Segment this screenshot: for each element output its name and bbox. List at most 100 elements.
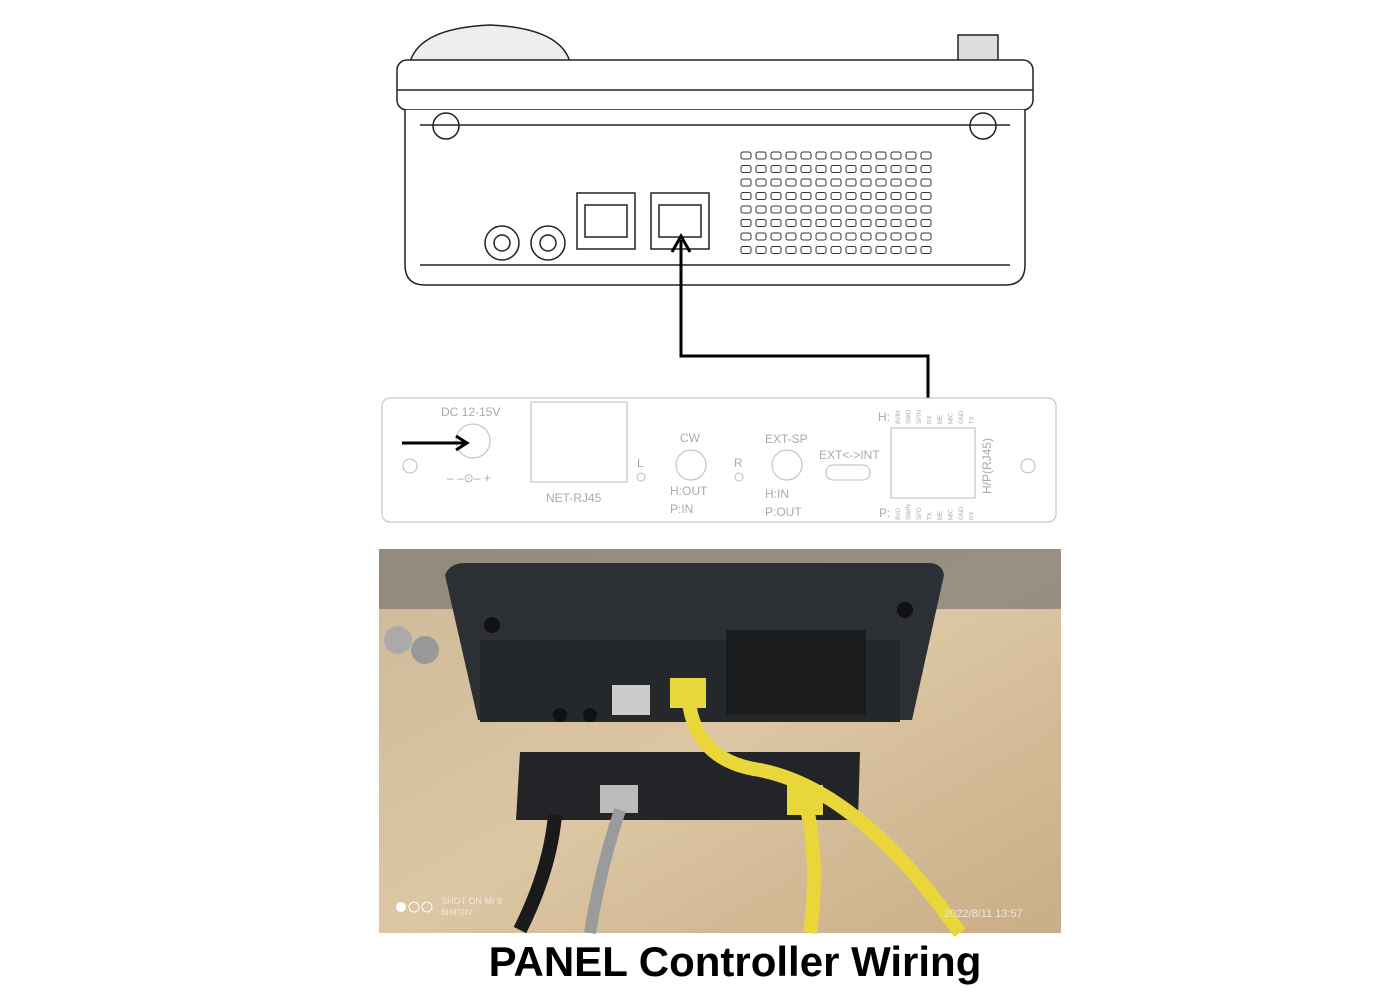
hp-rj45-port <box>890 427 976 499</box>
pin-label: RX <box>970 512 976 520</box>
dc-polarity: – –⊙– + <box>447 471 491 485</box>
radio-rear-drawing <box>396 24 1034 286</box>
hp-label: H/P(RJ45) <box>980 438 994 494</box>
l-label: L <box>637 456 644 470</box>
extsp-sub1: H:IN <box>765 487 789 501</box>
grille-hole <box>800 165 812 173</box>
speaker-grille <box>740 151 932 254</box>
cw-jack <box>675 449 707 481</box>
grille-hole <box>845 219 857 227</box>
grille-hole <box>920 151 932 160</box>
grille-hole <box>845 205 857 214</box>
panel-controller-rear: DC 12-15V – –⊙– + NET-RJ45 L R CW H:OUT … <box>381 397 1057 523</box>
switch-label: EXT<->INT <box>819 448 880 462</box>
pin-label: GND <box>959 506 965 520</box>
arrow-head-up <box>670 232 692 253</box>
grille-hole <box>875 165 887 173</box>
pin-label: SWIN <box>907 504 913 520</box>
grille-hole <box>755 165 767 173</box>
grille-hole <box>875 151 887 160</box>
dc-arrow <box>402 434 470 452</box>
pin-label: MIC <box>949 508 955 520</box>
pin-label: SWO <box>907 409 913 424</box>
grille-hole <box>815 178 827 187</box>
pin-label: TX <box>970 416 976 424</box>
r-label: R <box>734 456 743 470</box>
pin-label: 8VO <box>896 508 902 520</box>
grille-hole <box>875 205 887 214</box>
grille-hole <box>770 246 782 254</box>
pin-label: MIC <box>949 412 955 424</box>
grille-hole <box>740 205 752 214</box>
grille-hole <box>740 165 752 173</box>
extsp-sub2: P:OUT <box>765 505 802 519</box>
grille-hole <box>815 165 827 173</box>
cw-sub2: P:IN <box>670 502 693 516</box>
grille-hole <box>920 205 932 214</box>
watermark-brand: SHOT ON MI 9 <box>441 896 502 906</box>
grille-hole <box>860 151 872 160</box>
grille-hole <box>785 246 797 254</box>
grille-hole <box>740 232 752 241</box>
grille-hole <box>860 246 872 254</box>
net-rj45-port <box>530 401 628 483</box>
watermark-user: BH4TDV <box>441 908 473 917</box>
grille-hole <box>785 178 797 187</box>
grille-hole <box>785 205 797 214</box>
grille-hole <box>905 151 917 160</box>
grille-hole <box>845 178 857 187</box>
grille-hole <box>755 178 767 187</box>
grille-hole <box>755 232 767 241</box>
pin-label: ME <box>938 511 944 520</box>
grille-hole <box>875 246 887 254</box>
grille-hole <box>785 232 797 241</box>
grille-hole <box>800 232 812 241</box>
extsp-label: EXT-SP <box>765 432 808 446</box>
grille-hole <box>830 151 842 160</box>
grille-hole <box>830 232 842 241</box>
grille-hole <box>815 232 827 241</box>
grille-hole <box>755 192 767 200</box>
grille-hole <box>905 232 917 241</box>
ext-int-switch <box>825 464 871 481</box>
p-prefix: P: <box>879 506 890 520</box>
grille-hole <box>920 192 932 200</box>
cw-label: CW <box>680 431 701 445</box>
cw-sub1: H:OUT <box>670 484 708 498</box>
dc-label: DC 12-15V <box>441 405 500 419</box>
dc-jack <box>455 423 491 459</box>
grille-hole <box>905 165 917 173</box>
grille-hole <box>860 178 872 187</box>
grille-hole <box>890 178 902 187</box>
grille-hole <box>905 192 917 200</box>
grille-hole <box>830 219 842 227</box>
caption-title: PANEL Controller Wiring <box>488 938 982 985</box>
grille-hole <box>860 165 872 173</box>
grille-hole <box>890 151 902 160</box>
grille-hole <box>770 178 782 187</box>
grille-hole <box>755 151 767 160</box>
grille-hole <box>890 232 902 241</box>
grille-hole <box>905 178 917 187</box>
grille-hole <box>815 205 827 214</box>
net-label: NET-RJ45 <box>546 491 602 505</box>
grille-hole <box>845 165 857 173</box>
grille-hole <box>800 192 812 200</box>
grille-hole <box>785 192 797 200</box>
grille-hole <box>875 219 887 227</box>
grille-hole <box>860 219 872 227</box>
grille-hole <box>845 232 857 241</box>
grille-hole <box>815 246 827 254</box>
grille-hole <box>785 165 797 173</box>
grille-hole <box>890 205 902 214</box>
grille-hole <box>830 205 842 214</box>
grille-hole <box>860 232 872 241</box>
grille-hole <box>830 165 842 173</box>
grille-hole <box>860 205 872 214</box>
grille-hole <box>920 246 932 254</box>
pin-label: TX <box>928 512 934 520</box>
grille-hole <box>785 219 797 227</box>
grille-hole <box>890 192 902 200</box>
grille-hole <box>770 192 782 200</box>
